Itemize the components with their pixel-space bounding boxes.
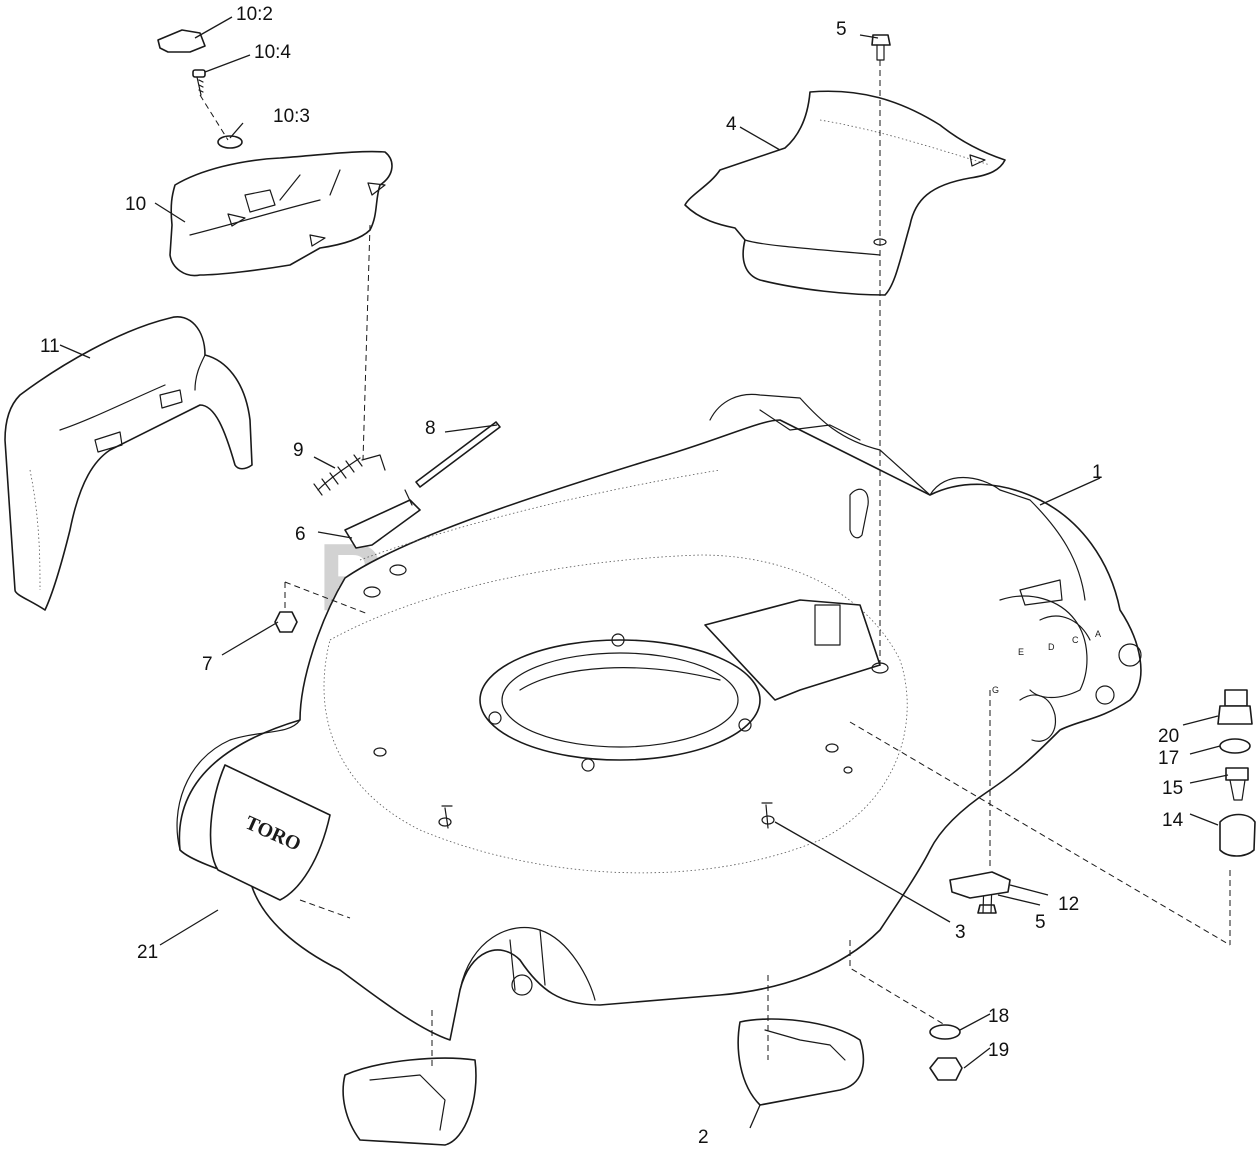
callout-7: 7	[202, 654, 213, 675]
hex-nut	[929, 1057, 963, 1081]
hinge-washer	[217, 135, 243, 149]
callout-5-top: 5	[836, 19, 847, 40]
callout-12: 12	[1058, 894, 1079, 915]
height-mark-c: C	[1072, 635, 1079, 645]
callout-17: 17	[1158, 748, 1179, 769]
hinge-screw	[192, 69, 206, 96]
callout-3: 3	[955, 922, 966, 943]
height-mark-d: D	[1048, 642, 1055, 652]
callout-11: 11	[40, 336, 60, 357]
toro-decal: TORO	[209, 764, 331, 901]
callout-15: 15	[1162, 778, 1183, 799]
callout-19: 19	[988, 1040, 1009, 1061]
lock-nut	[274, 611, 298, 633]
height-mark-g: G	[992, 685, 999, 695]
bolt-top	[871, 34, 891, 61]
wheel-shield-left	[342, 1057, 477, 1146]
callout-10: 10	[125, 194, 146, 215]
deflector-door	[169, 150, 393, 277]
deck-shield	[684, 90, 1006, 296]
height-mark-a: A	[1095, 629, 1101, 639]
discharge-deflector	[4, 316, 253, 611]
hose-cap	[1219, 813, 1256, 857]
hinge-bracket	[157, 29, 206, 53]
callout-10-2: 10:2	[236, 4, 273, 25]
callout-21: 21	[137, 942, 158, 963]
callout-20: 20	[1158, 726, 1179, 747]
screw-left	[441, 805, 453, 829]
hinge-plate	[344, 499, 421, 549]
torsion-spring	[313, 454, 386, 496]
wash-port-fitting	[1217, 689, 1253, 725]
callout-10-3: 10:3	[273, 106, 310, 127]
callout-9: 9	[293, 440, 304, 461]
flat-washer	[929, 1024, 961, 1040]
wheel-shield-right	[737, 1018, 865, 1106]
screw-right	[761, 802, 773, 829]
callout-8: 8	[425, 418, 436, 439]
callout-14: 14	[1162, 810, 1184, 831]
pivot-rod	[415, 421, 501, 488]
mower-deck: E D C A G	[176, 393, 1142, 1041]
callout-18: 18	[988, 1006, 1009, 1027]
fitting-washer	[1219, 738, 1251, 754]
callout-2: 2	[698, 1127, 709, 1148]
callout-10-4: 10:4	[254, 42, 291, 63]
callout-6: 6	[295, 524, 306, 545]
height-mark-e: E	[1018, 647, 1024, 657]
callout-1: 1	[1092, 462, 1103, 483]
callout-4: 4	[726, 114, 737, 135]
hose-connector	[1225, 767, 1249, 801]
support-bracket	[949, 871, 1011, 899]
callout-5-bottom: 5	[1035, 912, 1046, 933]
